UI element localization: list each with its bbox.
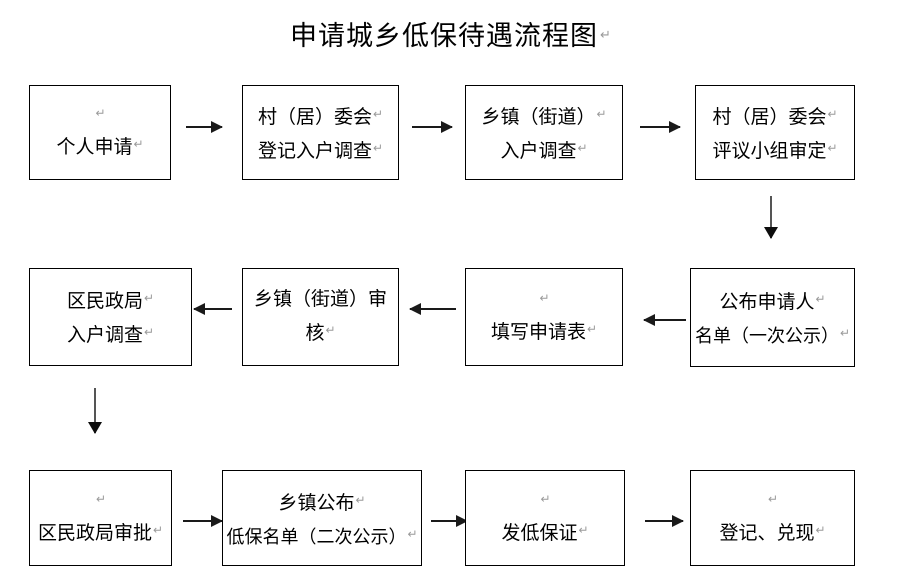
arrow-shaft bbox=[194, 308, 232, 310]
node-line-text: 低保名单（二次公示）↵ bbox=[226, 526, 418, 547]
connector-arrow-right-3 bbox=[640, 121, 681, 133]
arrow-shaft bbox=[183, 520, 222, 522]
connector-arrow-down-right bbox=[764, 196, 778, 239]
arrow-shaft bbox=[186, 126, 222, 128]
arrow-head-icon bbox=[643, 314, 655, 326]
paragraph-mark-icon: ↵ bbox=[586, 321, 598, 336]
paragraph-mark-icon: ↵ bbox=[95, 491, 107, 506]
node-line-blank: ↵ bbox=[95, 488, 106, 515]
arrow-head-icon bbox=[193, 303, 205, 315]
paragraph-mark-icon: ↵ bbox=[600, 27, 612, 42]
arrow-shaft bbox=[412, 126, 452, 128]
page-title: 申请城乡低保待遇流程图↵ bbox=[0, 14, 902, 53]
paragraph-mark-icon: ↵ bbox=[815, 522, 826, 537]
flow-node-publish-applicant-list[interactable]: 公布申请人↵ 名单（一次公示）↵ bbox=[690, 268, 855, 367]
paragraph-mark-icon: ↵ bbox=[372, 140, 384, 155]
flow-node-township-publish-list[interactable]: 乡镇公布↵ 低保名单（二次公示）↵ bbox=[222, 470, 422, 566]
paragraph-mark-icon: ↵ bbox=[152, 522, 164, 537]
flow-node-fill-application-form[interactable]: ↵ 填写申请表↵ bbox=[465, 268, 623, 366]
flow-node-village-review-group[interactable]: 村（居）委会↵ 评议小组审定↵ bbox=[695, 85, 855, 180]
arrow-shaft bbox=[644, 319, 686, 321]
paragraph-mark-icon: ↵ bbox=[355, 492, 366, 507]
flow-node-township-verification[interactable]: 乡镇（街道）审 核↵ bbox=[242, 268, 399, 366]
paragraph-mark-icon: ↵ bbox=[839, 326, 851, 340]
arrow-head-icon bbox=[672, 515, 684, 527]
arrow-head-icon bbox=[88, 422, 102, 434]
flow-node-issue-certificate[interactable]: ↵ 发低保证↵ bbox=[465, 470, 625, 566]
node-line-blank: ↵ bbox=[767, 488, 778, 515]
flow-node-district-civil-affairs-survey[interactable]: 区民政局↵ 入户调查↵ bbox=[29, 268, 192, 366]
node-line-text: 公布申请人↵ bbox=[719, 292, 826, 313]
node-line-text: 登记入户调查↵ bbox=[257, 140, 384, 162]
arrow-head-icon bbox=[669, 121, 681, 133]
arrow-head-icon bbox=[409, 303, 421, 315]
flow-node-register-and-disburse[interactable]: ↵ 登记、兑现↵ bbox=[690, 470, 855, 566]
arrow-shaft bbox=[645, 520, 683, 522]
connector-arrow-right-1 bbox=[186, 121, 223, 133]
paragraph-mark-icon: ↵ bbox=[540, 491, 551, 506]
node-line-text: 区民政局审批↵ bbox=[37, 522, 164, 544]
flow-node-village-committee-survey[interactable]: 村（居）委会↵ 登记入户调查↵ bbox=[242, 85, 399, 180]
node-line-blank: ↵ bbox=[538, 287, 549, 314]
paragraph-mark-icon: ↵ bbox=[95, 106, 106, 120]
paragraph-mark-icon: ↵ bbox=[767, 491, 779, 506]
node-line-text: 评议小组审定↵ bbox=[712, 140, 838, 162]
connector-arrow-right-5 bbox=[431, 515, 468, 527]
arrow-shaft bbox=[431, 520, 467, 522]
arrow-head-icon bbox=[764, 227, 778, 239]
connector-arrow-right-4 bbox=[183, 515, 223, 527]
paragraph-mark-icon: ↵ bbox=[133, 137, 144, 151]
node-line-text: 登记、兑现↵ bbox=[719, 522, 826, 544]
paragraph-mark-icon: ↵ bbox=[827, 106, 838, 121]
arrow-shaft bbox=[410, 308, 456, 310]
paragraph-mark-icon: ↵ bbox=[407, 526, 418, 541]
node-line-text: 名单（一次公示）↵ bbox=[694, 326, 851, 346]
paragraph-mark-icon: ↵ bbox=[827, 140, 838, 155]
connector-arrow-right-6 bbox=[645, 515, 684, 527]
node-line-text: 村（居）委会↵ bbox=[257, 106, 384, 128]
flow-node-township-survey[interactable]: 乡镇（街道）↵ 入户调查↵ bbox=[465, 85, 623, 180]
paragraph-mark-icon: ↵ bbox=[539, 290, 550, 305]
paragraph-mark-icon: ↵ bbox=[815, 292, 826, 306]
node-line-text: 核↵ bbox=[305, 323, 336, 344]
node-line-text: 发低保证↵ bbox=[501, 522, 589, 544]
flow-node-personal-application[interactable]: ↵ 个人申请↵ bbox=[29, 85, 171, 180]
arrow-shaft bbox=[640, 126, 680, 128]
arrow-shaft bbox=[770, 196, 772, 238]
flow-node-district-civil-affairs-approval[interactable]: ↵ 区民政局审批↵ bbox=[29, 470, 172, 566]
node-line-text: 乡镇（街道）审 bbox=[253, 289, 387, 310]
node-line-text: 入户调查↵ bbox=[500, 140, 588, 162]
connector-arrow-down-left bbox=[88, 388, 102, 434]
paragraph-mark-icon: ↵ bbox=[372, 106, 384, 121]
node-line-text: 填写申请表↵ bbox=[490, 321, 598, 343]
paragraph-mark-icon: ↵ bbox=[596, 106, 607, 121]
node-line-text: 乡镇（街道）↵ bbox=[481, 106, 607, 128]
node-line-text: 入户调查↵ bbox=[66, 325, 155, 346]
node-line-blank: ↵ bbox=[539, 488, 550, 515]
node-line-text: 个人申请↵ bbox=[56, 137, 144, 158]
node-line-text: 乡镇公布↵ bbox=[278, 492, 366, 514]
arrow-head-icon bbox=[441, 121, 453, 133]
connector-arrow-left-3 bbox=[643, 314, 686, 326]
arrow-shaft bbox=[94, 388, 96, 433]
paragraph-mark-icon: ↵ bbox=[143, 291, 155, 305]
connector-arrow-left-2 bbox=[409, 303, 456, 315]
page-title-text: 申请城乡低保待遇流程图 bbox=[290, 21, 599, 51]
node-line-blank: ↵ bbox=[94, 102, 105, 129]
arrow-head-icon bbox=[211, 515, 223, 527]
paragraph-mark-icon: ↵ bbox=[578, 522, 589, 537]
node-line-text: 村（居）委会↵ bbox=[712, 106, 838, 128]
paragraph-mark-icon: ↵ bbox=[143, 325, 155, 339]
paragraph-mark-icon: ↵ bbox=[325, 323, 336, 337]
paragraph-mark-icon: ↵ bbox=[577, 140, 588, 155]
connector-arrow-left-1 bbox=[193, 303, 232, 315]
arrow-head-icon bbox=[211, 121, 223, 133]
node-line-text: 区民政局↵ bbox=[66, 291, 155, 312]
connector-arrow-right-2 bbox=[412, 121, 453, 133]
